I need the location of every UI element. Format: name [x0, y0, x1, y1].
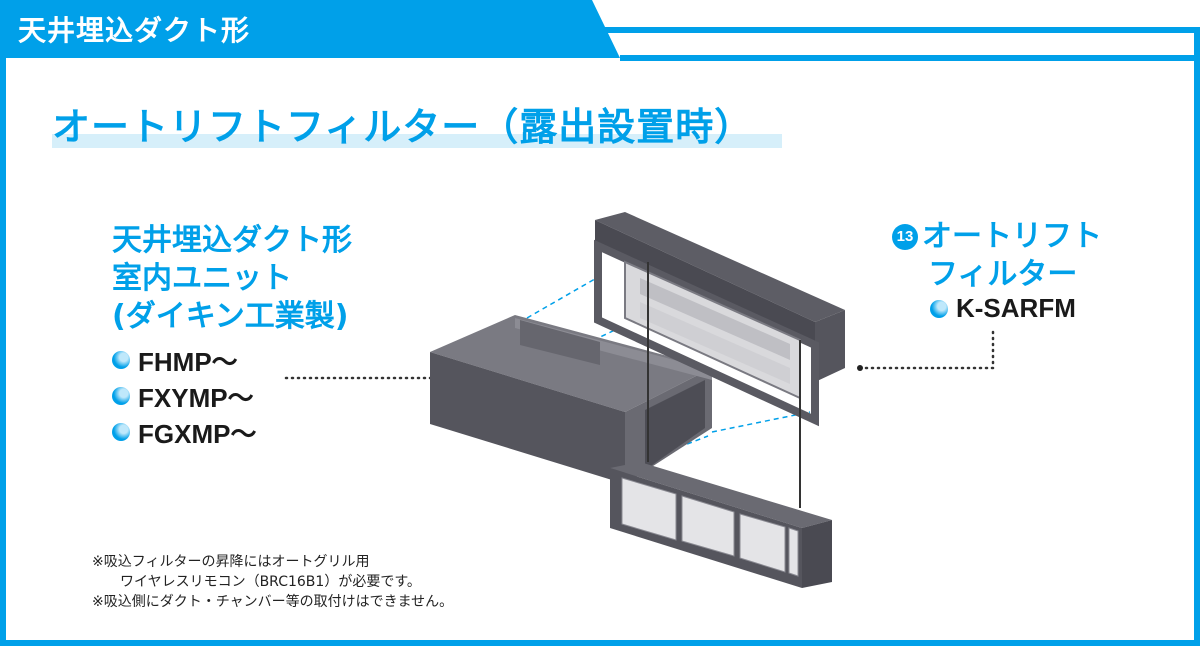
indoor-duct-unit — [430, 315, 712, 484]
bullet-dot-icon — [112, 387, 130, 405]
filter-title-text-1: オートリフト — [922, 219, 1102, 254]
note-line-1: ※吸込フィルターの昇降にはオートグリル用 — [92, 554, 370, 570]
filter-model: K-SARFM — [930, 293, 1076, 324]
model-label: FXYMP〜 — [138, 382, 254, 413]
filter-model-label: K-SARFM — [956, 293, 1076, 323]
model-item: FXYMP〜 — [112, 378, 256, 414]
model-label: FGXMP〜 — [138, 418, 257, 449]
note-line-3: ※吸込側にダクト・チャンバー等の取付けはできません。 — [92, 594, 454, 610]
indoor-unit-description: 天井埋込ダクト形 室内ユニット (ダイキン工業製) — [112, 222, 352, 336]
note-line-2: ワイヤレスリモコン（BRC16B1）が必要です。 — [120, 574, 421, 590]
bullet-dot-icon — [930, 299, 948, 318]
auto-lift-frame — [594, 212, 845, 427]
notes: ※吸込フィルターの昇降にはオートグリル用 ワイヤレスリモコン（BRC16B1）が… — [92, 552, 453, 612]
page-title-text: オートリフトフィルター（露出設置時） — [52, 105, 754, 149]
model-label: FHMP〜 — [138, 346, 238, 377]
alignment-line — [526, 275, 601, 319]
model-item: FHMP〜 — [112, 342, 256, 378]
title-underline — [52, 134, 782, 148]
number-13-badge-icon: 13 — [892, 224, 918, 250]
unit-title-line-3: (ダイキン工業製) — [112, 299, 349, 334]
filter-panel — [610, 462, 832, 588]
page-title: オートリフトフィルター（露出設置時） — [52, 96, 753, 151]
model-item: FGXMP〜 — [112, 414, 256, 450]
unit-model-list: FHMP〜 FXYMP〜 FGXMP〜 — [112, 342, 256, 450]
unit-title-line-2: 室内ユニット — [112, 261, 292, 296]
auto-lift-filter-description: 13 オートリフト フィルター — [892, 218, 1102, 294]
bullet-dot-icon — [112, 423, 130, 441]
filter-title-line-1: 13 オートリフト — [892, 218, 1102, 256]
filter-leader-line — [858, 326, 995, 370]
filter-title-text-2: フィルター — [928, 257, 1078, 292]
bullet-dot-icon — [112, 351, 130, 369]
header-tab: 天井埋込ダクト形 — [0, 0, 620, 58]
header-tab-shape — [0, 0, 620, 58]
filter-title-line-2: フィルター — [892, 256, 1102, 294]
alignment-line — [711, 411, 811, 433]
unit-title-line-1: 天井埋込ダクト形 — [112, 223, 352, 258]
header-label: 天井埋込ダクト形 — [18, 14, 251, 47]
